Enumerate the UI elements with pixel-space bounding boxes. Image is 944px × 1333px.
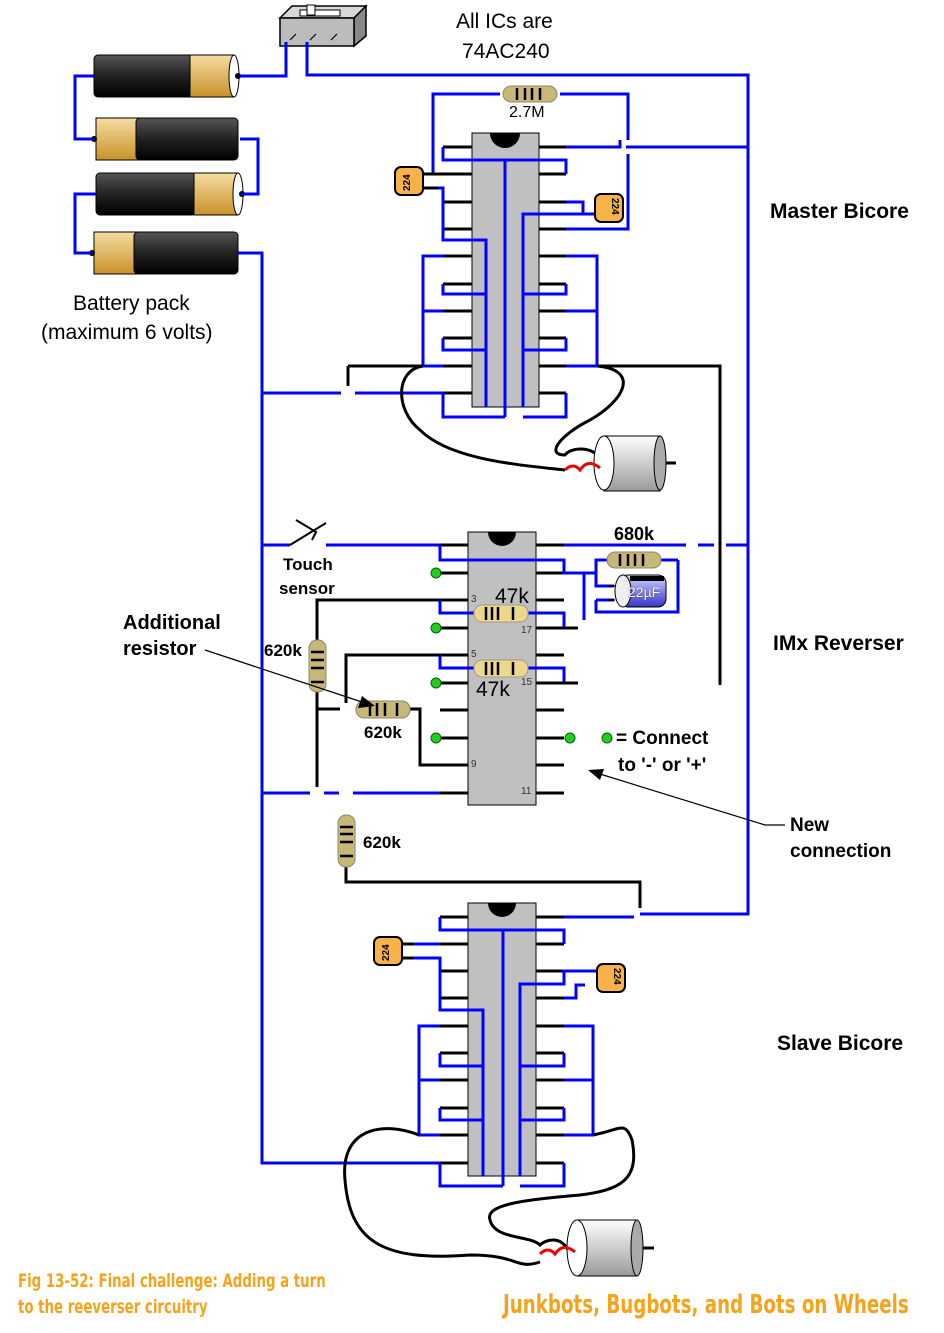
resistor-620k-lower [337,814,356,868]
label-680k: 680k [614,524,655,544]
master-motor [563,435,676,492]
ics-note-line2: 74AC240 [462,40,550,63]
section-master-bicore: Master Bicore [770,200,909,223]
resistor-620k-left [308,639,327,693]
power-switch[interactable] [278,4,368,48]
label-master-cap-right: 224 [609,198,620,215]
label-slave-cap-left: 224 [381,944,392,961]
section-slave-bicore: Slave Bicore [777,1032,904,1055]
connect-legend-line1: = Connect [616,728,709,749]
battery-pack [89,54,245,275]
new-connection-label-line2: connection [790,841,892,862]
battery-cell-4 [89,231,239,275]
label-slave-cap-right: 224 [611,968,622,985]
slave-cap-left [373,936,413,966]
label-620k-left: 620k [264,641,302,660]
figure-caption-line2: to the reeverser circuitry [18,1296,208,1318]
book-title: Junkbots, Bugbots, and Bots on Wheels [503,1290,909,1320]
battery-label-line2: (maximum 6 volts) [41,321,213,344]
resistor-47k-b [473,659,529,678]
resistor-47k-a [473,604,529,623]
additional-resistor-label-line2: resistor [123,638,197,660]
pin-9: 9 [471,759,477,770]
master-resistor-2.7m [502,85,558,103]
battery-cell-2 [91,117,239,161]
slave-wires [413,915,634,1188]
slave-motor [538,1219,654,1277]
touch-sensor[interactable] [289,519,327,546]
pin-11: 11 [521,786,532,797]
pin-5: 5 [471,649,477,660]
battery-cell-1 [93,54,241,98]
master-black-wires [346,364,722,685]
reverser-black-wires [315,598,642,908]
battery-cell-3 [95,172,245,216]
master-cap-left [394,166,443,196]
connect-legend-line2: to '-' or '+' [618,755,707,776]
arrow-new-connection [588,769,785,826]
touch-sensor-label-line2: sensor [279,579,335,598]
additional-resistor-label-line1: Additional [123,612,221,634]
resistor-680k [606,551,662,569]
slave-cap-right [596,963,626,993]
battery-wires [73,42,750,1165]
section-imx-reverser: IMx Reverser [773,632,904,655]
master-cap-right [594,193,624,223]
label-620k-additional: 620k [364,723,402,742]
new-connection-label-line1: New [790,815,830,836]
label-22uf: 22µF [628,584,661,600]
ics-note-line1: All ICs are [456,10,553,33]
capacitor-22uf [608,574,667,608]
label-master-cap-left: 224 [402,174,413,191]
label-47k-a: 47k [495,585,529,608]
pin-17: 17 [521,625,533,636]
arrow-additional-resistor [204,649,375,708]
label-620k-lower: 620k [363,833,401,852]
slave-black-wires [343,1126,636,1266]
figure-caption-line1: Fig 13-52: Final challenge: Adding a tur… [18,1270,326,1292]
touch-sensor-label-line1: Touch [283,555,333,574]
label-2.7m: 2.7M [509,104,545,121]
pin-15: 15 [521,677,533,688]
battery-label-line1: Battery pack [73,292,190,315]
connect-dots [430,567,613,744]
pin-3: 3 [471,594,477,605]
label-47k-b: 47k [476,678,510,701]
